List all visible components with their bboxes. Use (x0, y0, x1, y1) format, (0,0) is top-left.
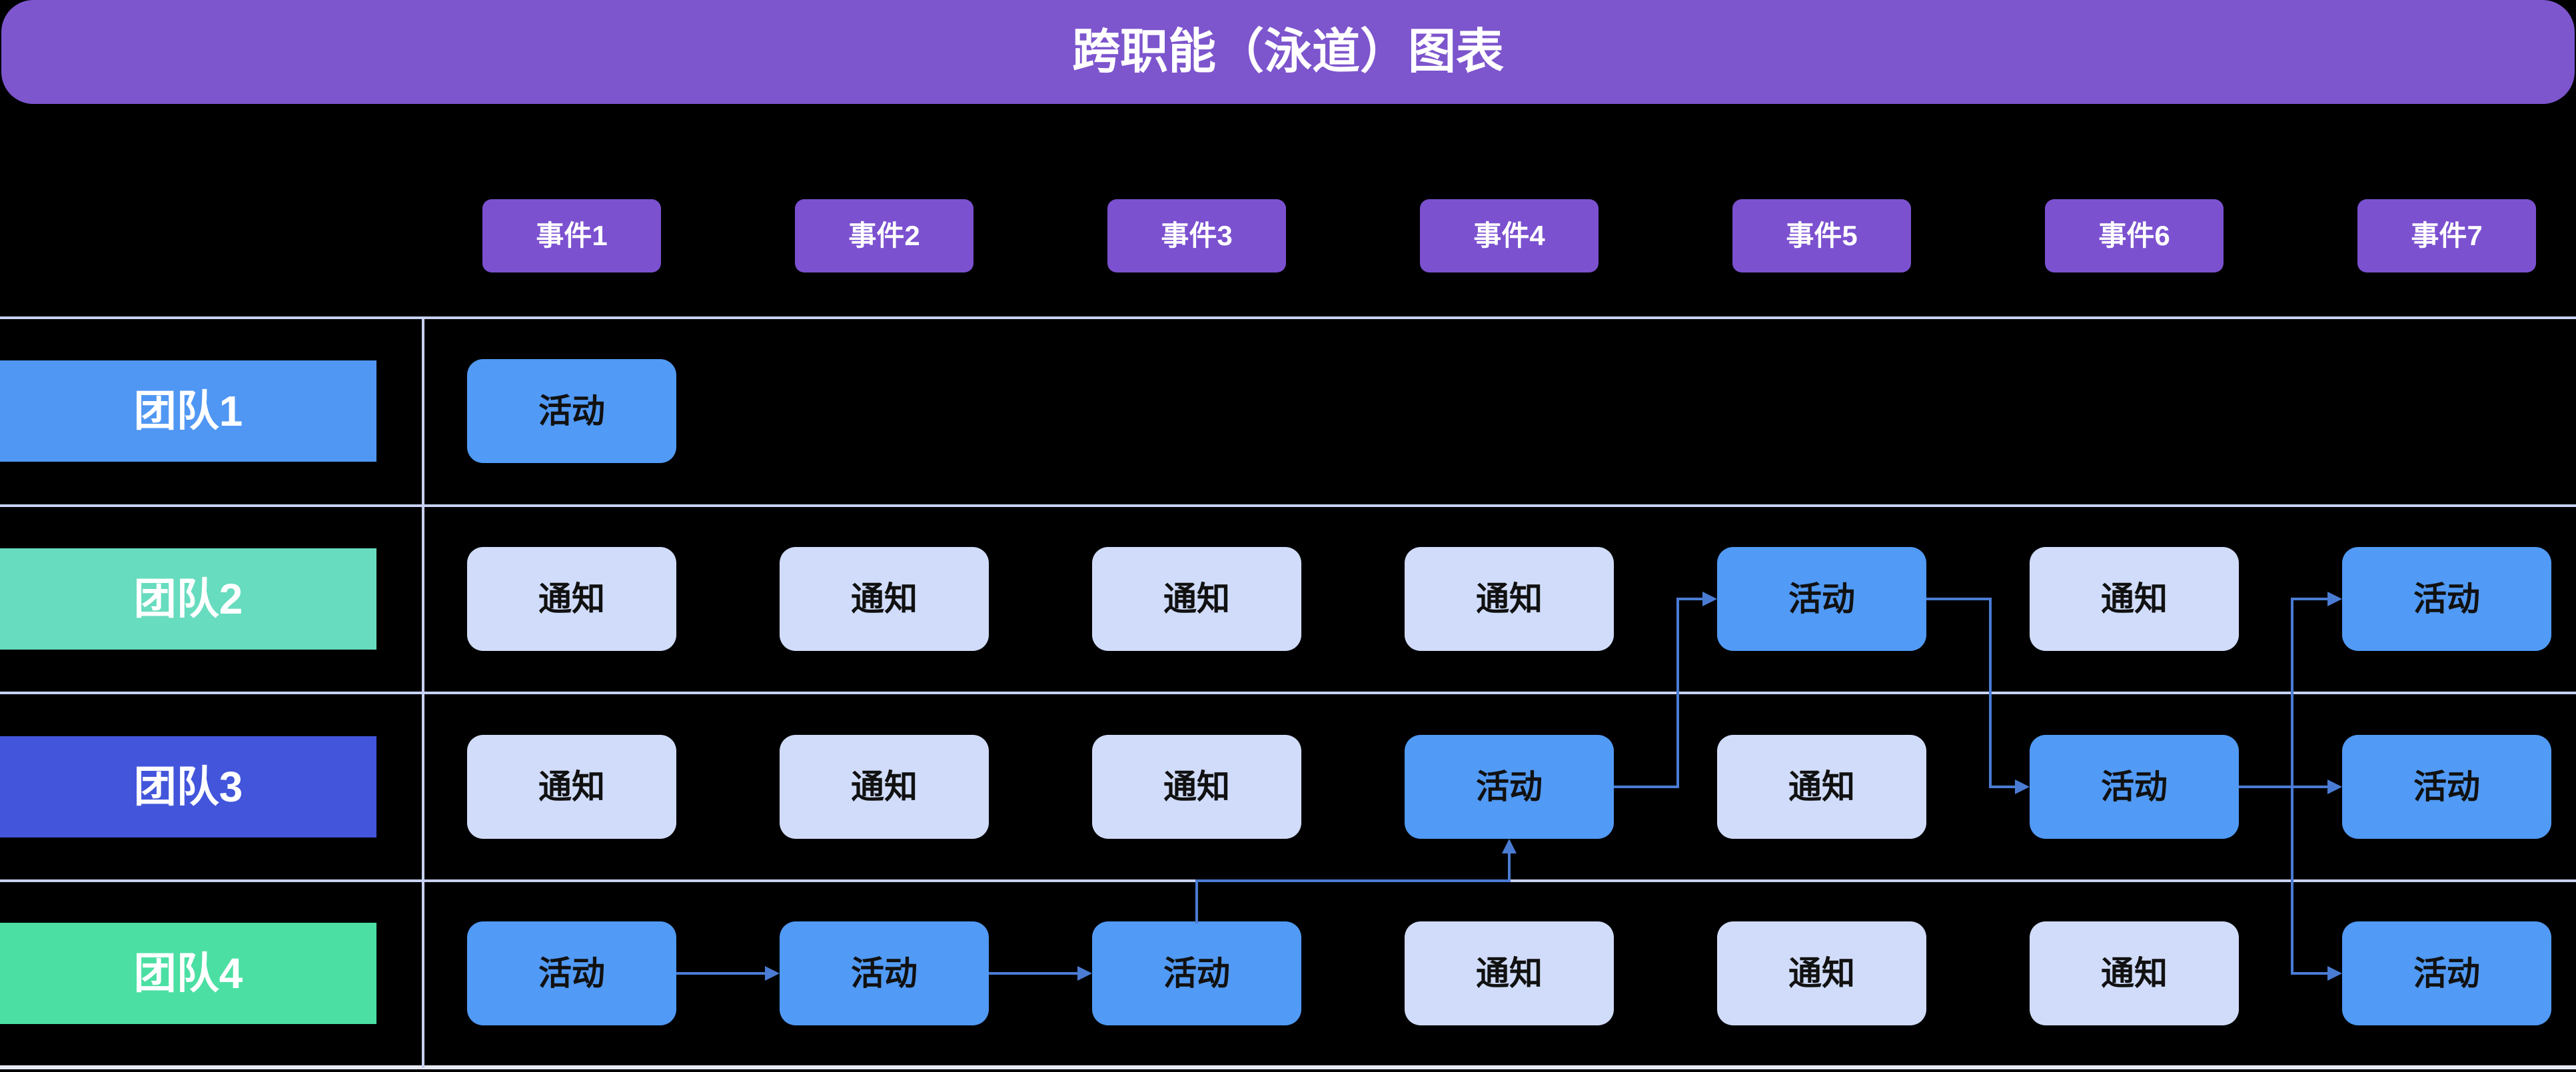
node-r2c4-notice: 通知 (1405, 547, 1614, 651)
node-r3c6-activity: 活动 (2030, 735, 2239, 839)
lane-header-team4: 团队4 (0, 923, 376, 1024)
arrow-head-up (1502, 839, 1517, 853)
arrow-segment (1195, 879, 1198, 923)
diagram-title: 跨职能（泳道）图表 (1071, 25, 1504, 79)
arrow-segment (1614, 786, 1678, 788)
event-header-6: 事件6 (2045, 199, 2224, 272)
node-r4c7-activity: 活动 (2342, 921, 2551, 1025)
arrow-segment (1989, 598, 1992, 788)
lane-header-divider (422, 318, 424, 1068)
node-r4c6-notice: 通知 (2030, 921, 2239, 1025)
arrow-segment (1195, 879, 1511, 882)
bottom-border-line (0, 1065, 2576, 1069)
node-r3c7-activity: 活动 (2342, 735, 2551, 839)
lane-header-team1: 团队1 (0, 360, 376, 462)
diagram-title-bar: 跨职能（泳道）图表 (1, 0, 2575, 104)
event-header-3: 事件3 (1107, 199, 1286, 272)
node-r2c1-notice: 通知 (467, 547, 676, 651)
node-r4c5-notice: 通知 (1717, 921, 1926, 1025)
arrow-segment (1926, 598, 1990, 600)
node-r4c3-activity: 活动 (1092, 921, 1301, 1025)
event-header-1: 事件1 (482, 199, 661, 272)
node-r3c1-notice: 通知 (467, 735, 676, 839)
node-r3c5-notice: 通知 (1717, 735, 1926, 839)
arrow-head-right (1702, 592, 1717, 606)
arrow-segment (2291, 972, 2327, 975)
node-r3c3-notice: 通知 (1092, 735, 1301, 839)
node-r4c1-activity: 活动 (467, 921, 676, 1025)
event-header-7: 事件7 (2357, 199, 2536, 272)
lane-header-team3: 团队3 (0, 736, 376, 837)
event-header-4: 事件4 (1420, 199, 1599, 272)
arrow-segment (1676, 598, 1679, 788)
arrow-segment (989, 972, 1079, 975)
arrow-segment (2291, 598, 2327, 600)
node-r2c5-activity: 活动 (1717, 547, 1926, 651)
lane-header-team2: 团队2 (0, 548, 376, 650)
node-r4c4-notice: 通知 (1405, 921, 1614, 1025)
lane-separator-1 (0, 316, 2576, 319)
lane-separator-3 (0, 692, 2576, 694)
lane-separator-2 (0, 504, 2576, 507)
node-r2c6-notice: 通知 (2030, 547, 2239, 651)
node-r2c7-activity: 活动 (2342, 547, 2551, 651)
arrow-head-right (2327, 966, 2342, 981)
arrow-segment (1676, 598, 1702, 600)
arrow-segment (1989, 786, 2016, 788)
arrow-head-right (765, 966, 780, 981)
node-r1c1-activity: 活动 (467, 359, 676, 463)
event-header-5: 事件5 (1732, 199, 1911, 272)
arrow-segment (2239, 786, 2327, 788)
arrow-head-right (1077, 966, 1092, 981)
arrow-segment (676, 972, 766, 975)
node-r2c2-notice: 通知 (780, 547, 989, 651)
node-r3c4-activity: 活动 (1405, 735, 1614, 839)
event-header-2: 事件2 (795, 199, 973, 272)
arrow-head-right (2327, 592, 2342, 606)
node-r2c3-notice: 通知 (1092, 547, 1301, 651)
arrow-head-right (2327, 780, 2342, 794)
arrow-segment (1508, 853, 1511, 882)
arrow-segment (2291, 598, 2293, 975)
node-r3c2-notice: 通知 (780, 735, 989, 839)
arrow-head-right (2015, 780, 2030, 794)
node-r4c2-activity: 活动 (780, 921, 989, 1025)
